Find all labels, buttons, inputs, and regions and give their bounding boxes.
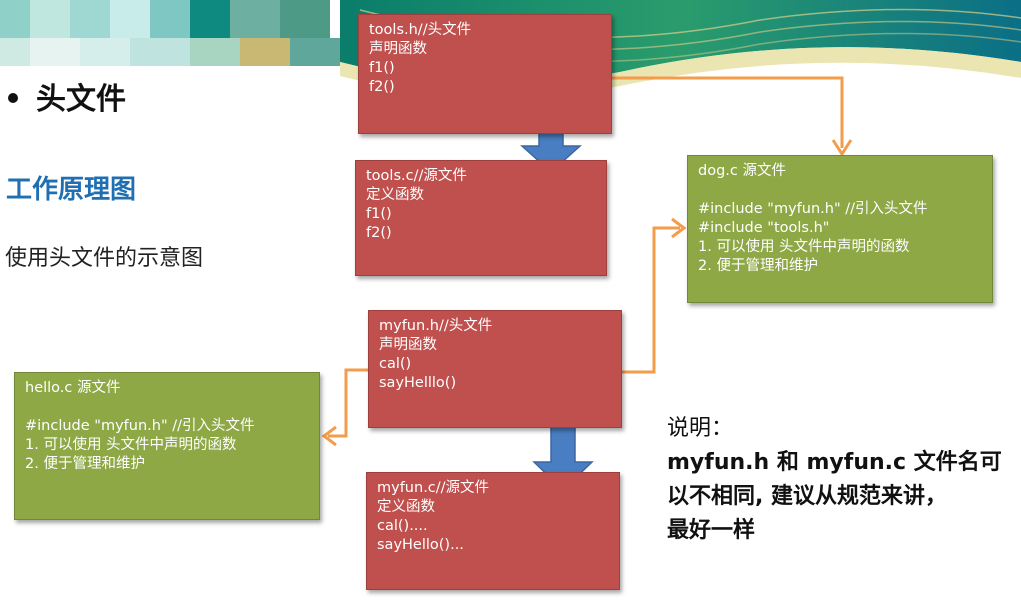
slide-title-text: 头文件 xyxy=(36,82,126,117)
box-myfun-c-line: cal().... xyxy=(377,518,428,534)
box-myfun-h-title: myfun.h//头文件 xyxy=(379,318,493,334)
box-tools-c: tools.c//源文件 定义函数 f1() f2() xyxy=(355,160,607,276)
box-myfun-c-line: sayHello()... xyxy=(377,537,464,553)
box-tools-h-line: f1() xyxy=(369,60,395,76)
arrow-myfun-h-to-hello-c xyxy=(328,368,368,438)
box-hello-c-line: #include "myfun.h" //引入头文件 xyxy=(25,418,255,434)
box-tools-c-title: tools.c//源文件 xyxy=(366,168,467,184)
slide-title: 头文件 xyxy=(8,74,126,118)
box-dog-c-line: #include "tools.h" xyxy=(698,220,830,236)
box-tools-c-line: f2() xyxy=(366,225,392,241)
box-myfun-h-line: cal() xyxy=(379,356,412,372)
box-dog-c-line: 2. 便于管理和维护 xyxy=(698,258,818,274)
box-myfun-c-title: myfun.c//源文件 xyxy=(377,480,490,496)
box-tools-h-line: f2() xyxy=(369,79,395,95)
box-myfun-c-line: 定义函数 xyxy=(377,499,435,515)
box-myfun-h-line: sayHelllo() xyxy=(379,375,457,391)
box-dog-c-line: 1. 可以使用 头文件中声明的函数 xyxy=(698,239,910,255)
box-tools-c-line: f1() xyxy=(366,206,392,222)
box-tools-h-line: 声明函数 xyxy=(369,41,427,57)
arrow-head-hello-c xyxy=(321,425,337,447)
note-heading: 说明： xyxy=(667,416,734,441)
arrow-tools-h-to-dog-c xyxy=(612,76,844,148)
box-dog-c: dog.c 源文件 #include "myfun.h" //引入头文件 #in… xyxy=(687,155,993,303)
box-hello-c-line: 2. 便于管理和维护 xyxy=(25,456,145,472)
slide-caption: 使用头文件的示意图 xyxy=(5,246,204,271)
box-hello-c-title: hello.c 源文件 xyxy=(25,380,121,396)
blurred-header-strip xyxy=(0,0,340,66)
box-tools-c-line: 定义函数 xyxy=(366,187,424,203)
note-line: 最好一样 xyxy=(667,518,756,543)
box-dog-c-title: dog.c 源文件 xyxy=(698,163,786,179)
arrow-head-dog-c-left xyxy=(671,217,687,239)
box-myfun-h-line: 声明函数 xyxy=(379,337,437,353)
note-line: 以不相同, 建议从规范来讲， xyxy=(667,484,948,509)
bullet-dot-icon xyxy=(8,92,18,103)
box-tools-h-title: tools.h//头文件 xyxy=(369,22,472,38)
box-myfun-h: myfun.h//头文件 声明函数 cal() sayHelllo() xyxy=(368,310,622,428)
box-hello-c: hello.c 源文件 #include "myfun.h" //引入头文件 1… xyxy=(14,372,320,520)
box-myfun-c: myfun.c//源文件 定义函数 cal().... sayHello()..… xyxy=(366,472,620,590)
box-tools-h: tools.h//头文件 声明函数 f1() f2() xyxy=(358,14,612,134)
explanation-note: 说明： myfun.h 和 myfun.c 文件名可 以不相同, 建议从规范来讲… xyxy=(667,412,1002,548)
box-dog-c-line: #include "myfun.h" //引入头文件 xyxy=(698,201,928,217)
arrow-head-dog-c-top xyxy=(831,139,853,157)
note-line: myfun.h 和 myfun.c 文件名可 xyxy=(667,450,1002,475)
slide-subtitle: 工作原理图 xyxy=(6,175,137,205)
arrow-myfun-h-to-dog-c xyxy=(622,226,680,374)
box-hello-c-line: 1. 可以使用 头文件中声明的函数 xyxy=(25,437,237,453)
